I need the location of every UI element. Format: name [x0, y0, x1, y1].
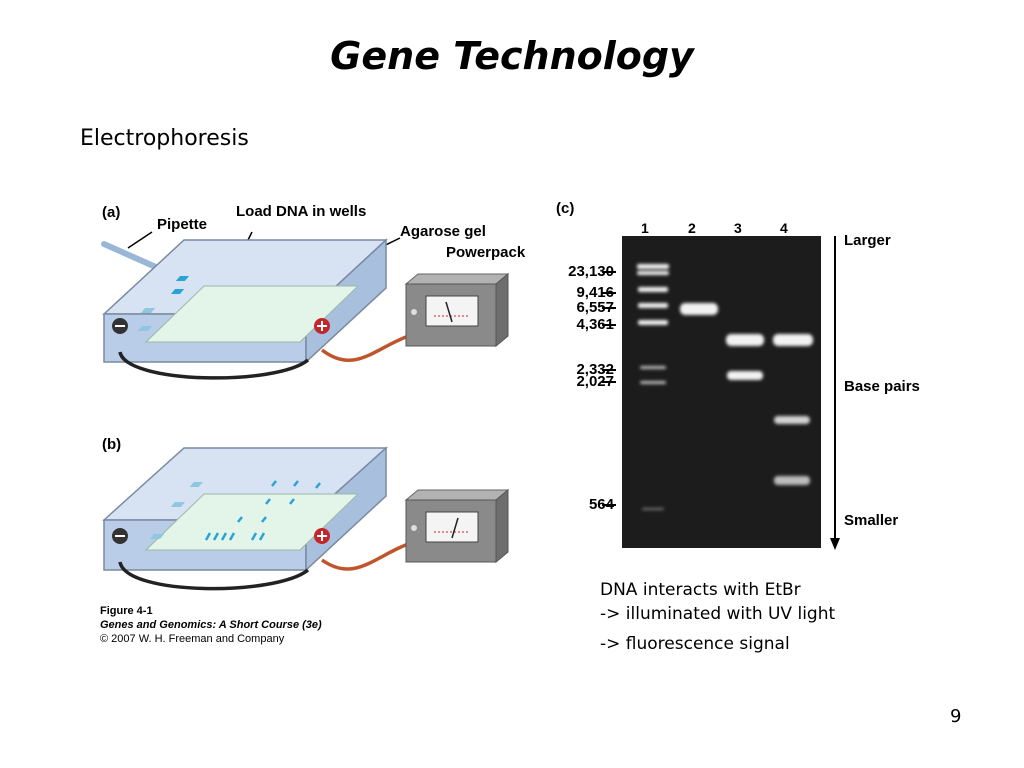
- caption-book-title: Genes and Genomics: A Short Course (3e): [100, 619, 322, 631]
- slide-title: Gene Technology: [330, 34, 694, 78]
- panel-c-label: (c): [556, 200, 575, 217]
- size-marker-label: 564: [588, 496, 614, 513]
- black-cable: [118, 351, 310, 380]
- lane-number: 1: [641, 220, 649, 236]
- smaller-label: Smaller: [844, 512, 899, 529]
- load-dna-annotation: Load DNA in wells: [236, 203, 367, 220]
- larger-label: Larger: [844, 232, 891, 249]
- note-line: -> fluorescence signal: [600, 634, 790, 654]
- gel-bands: [637, 264, 813, 510]
- gel-image: [622, 236, 821, 548]
- size-marker-label: 2,027: [576, 373, 614, 390]
- size-marker-ticks: [602, 271, 616, 506]
- powerpack-icon: [405, 283, 497, 347]
- size-marker-label: 2,332: [576, 361, 614, 378]
- size-marker-label: 23,130: [568, 263, 614, 280]
- panel-a-label: (a): [102, 204, 121, 221]
- size-marker-label: 4,361: [576, 316, 614, 333]
- pipette-annotation: Pipette: [157, 216, 208, 233]
- agarose-gel-annotation: Agarose gel: [400, 223, 486, 240]
- lane-number: 3: [734, 220, 742, 236]
- note-line: DNA interacts with EtBr: [600, 580, 801, 600]
- size-direction-arrow-icon: [830, 236, 840, 550]
- note-line: -> illuminated with UV light: [600, 604, 836, 624]
- base-pairs-label: Base pairs: [844, 378, 920, 395]
- lane-number: 2: [688, 220, 696, 236]
- panel-a-apparatus: [101, 231, 510, 380]
- red-cable: [320, 332, 415, 363]
- size-marker-label: 6,557: [576, 299, 614, 316]
- slide-subtitle: Electrophoresis: [80, 126, 249, 151]
- panel-b-label: (b): [102, 436, 122, 453]
- caption-figure-number: Figure 4-1: [100, 605, 153, 617]
- panel-b-apparatus: [102, 446, 510, 591]
- caption-copyright: © 2007 W. H. Freeman and Company: [100, 633, 285, 645]
- lane-number: 4: [780, 220, 788, 236]
- figure-caption: Figure 4-1 Genes and Genomics: A Short C…: [100, 604, 322, 646]
- slide-number: 9: [950, 706, 962, 727]
- agarose-gel: [144, 285, 360, 343]
- size-marker-label: 9,416: [576, 284, 614, 301]
- powerpack-annotation: Powerpack: [446, 244, 526, 261]
- notes-block: DNA interacts with EtBr -> illuminated w…: [600, 578, 835, 656]
